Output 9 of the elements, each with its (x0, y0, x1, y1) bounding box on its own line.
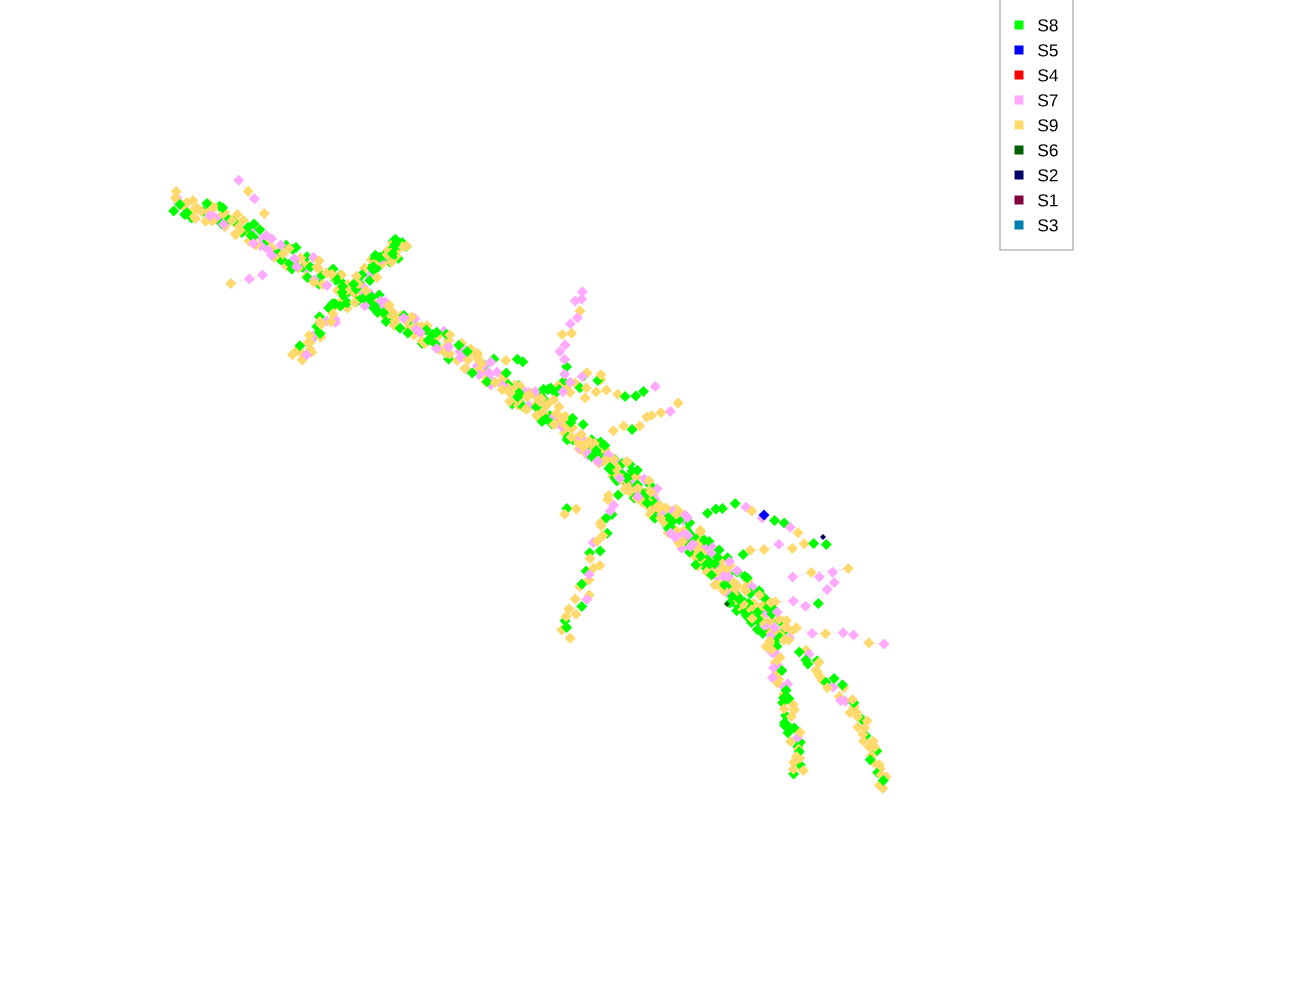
legend-label: S2 (1038, 169, 1058, 182)
legend-label: S1 (1038, 194, 1058, 207)
legend-label: S5 (1038, 44, 1058, 57)
legend-label: S7 (1038, 94, 1058, 107)
legend-label: S3 (1038, 219, 1058, 232)
legend-label: S6 (1038, 144, 1058, 157)
legend-label: S9 (1038, 119, 1058, 132)
legend-label: S4 (1038, 69, 1058, 82)
legend-label: S8 (1038, 19, 1058, 32)
